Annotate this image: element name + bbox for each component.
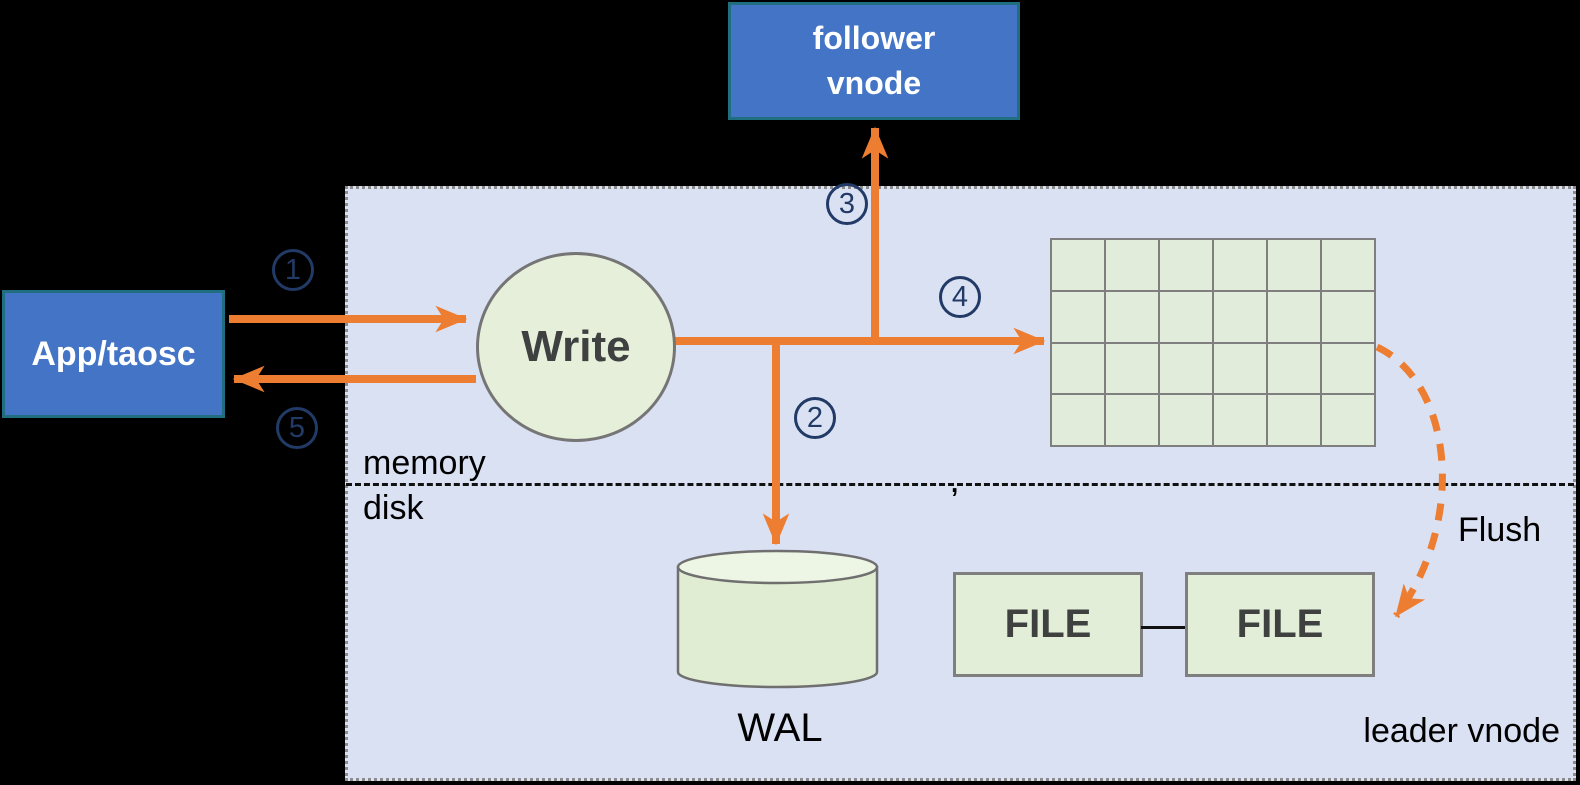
follower-line2: vnode (826, 65, 922, 101)
wal-label: WAL (737, 706, 823, 750)
memory-disk-divider (346, 483, 1574, 486)
flush-label: Flush (1458, 511, 1542, 549)
mem-table-cell (1160, 395, 1212, 445)
write-node: Write (476, 252, 676, 442)
mem-table-cell (1160, 291, 1212, 342)
mem-table-cell (1106, 240, 1158, 290)
app-taosc-label: App/taosc (31, 334, 196, 373)
mem-table-cell (1268, 343, 1320, 394)
follower-vnode-label: follower vnode (813, 16, 936, 106)
mem-table-cell (1214, 395, 1266, 445)
mem-table-cell (1052, 395, 1104, 445)
file-box-2-label: FILE (1236, 602, 1324, 646)
file-connector-line (1141, 626, 1187, 629)
disk-label: disk (363, 489, 424, 527)
memory-table-grid (1050, 238, 1376, 447)
mem-table-cell (1160, 343, 1212, 394)
step-2-badge: 2 (794, 397, 836, 439)
mem-table-cell (1106, 343, 1158, 394)
file-box-2: FILE (1185, 572, 1375, 677)
mem-table-cell (1214, 343, 1266, 394)
write-node-label: Write (521, 322, 631, 371)
follower-vnode-box: follower vnode (728, 2, 1020, 120)
step-3-badge: 3 (826, 183, 868, 225)
mem-table-cell (1160, 240, 1212, 290)
app-taosc-box: App/taosc (2, 290, 225, 418)
mem-table-cell (1268, 240, 1320, 290)
leader-vnode-label: leader vnode (1363, 712, 1560, 750)
step-5-badge: 5 (276, 407, 318, 449)
mem-table-cell (1268, 395, 1320, 445)
mem-table-cell (1268, 291, 1320, 342)
memory-label: memory (363, 444, 486, 482)
mem-table-cell (1322, 395, 1374, 445)
mem-table-cell (1052, 291, 1104, 342)
mem-table-cell (1214, 291, 1266, 342)
mem-table-cell (1214, 240, 1266, 290)
file-box-1-label: FILE (1004, 602, 1092, 646)
file-box-1: FILE (953, 572, 1143, 677)
step-1-badge: 1 (272, 249, 314, 291)
mem-table-cell (1052, 240, 1104, 290)
follower-line1: follower (812, 20, 936, 57)
stray-mark: , (951, 468, 959, 498)
mem-table-cell (1322, 240, 1374, 290)
mem-table-cell (1052, 343, 1104, 394)
step-4-badge: 4 (939, 276, 981, 318)
mem-table-cell (1106, 291, 1158, 342)
mem-table-cell (1106, 395, 1158, 445)
mem-table-cell (1322, 343, 1374, 394)
mem-table-cell (1322, 291, 1374, 342)
